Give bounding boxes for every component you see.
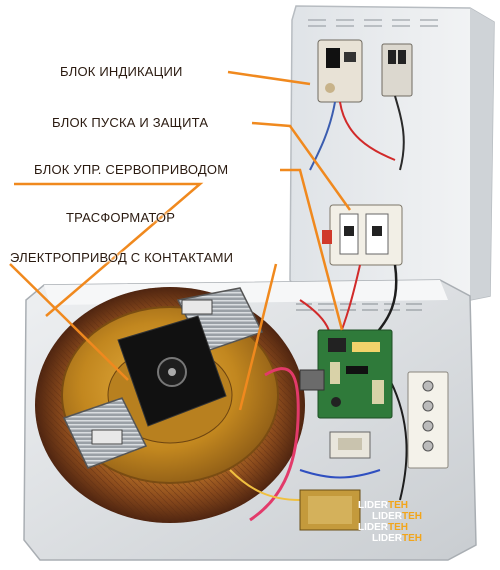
small-transformer	[299, 489, 361, 531]
watermark-suffix: TEH	[388, 522, 408, 533]
watermark-brand: LIDER	[358, 522, 388, 533]
watermark-brand: LIDER	[372, 533, 402, 544]
label-indication: БЛОК ИНДИКАЦИИ	[60, 64, 183, 79]
label-servo-control: БЛОК УПР. СЕРВОПРИВОДОМ	[34, 162, 229, 177]
servo-brush-arm	[62, 287, 264, 469]
terminal-block	[407, 371, 449, 469]
watermark-brand: LIDER	[372, 511, 402, 522]
label-transformer: ТРАСФОРМАТОР	[66, 210, 176, 225]
leader-indication	[227, 70, 311, 86]
leader-electric-drive-2	[238, 263, 278, 411]
servo-control-pcb	[317, 329, 393, 419]
watermark-suffix: TEH	[402, 533, 422, 544]
watermark: LIDERTEH LIDERTEH LIDERTEH LIDERTEH	[358, 500, 422, 544]
leader-lines	[9, 70, 352, 411]
leader-start-protection	[251, 121, 352, 211]
leader-servo-control	[280, 168, 344, 331]
wiring	[229, 264, 408, 522]
start-protection-block	[322, 204, 403, 266]
relay	[329, 431, 371, 459]
watermark-suffix: TEH	[388, 500, 408, 511]
leader-transformer	[14, 182, 204, 317]
label-start-protection: БЛОК ПУСКА И ЗАЩИТА	[52, 115, 209, 130]
label-electric-drive: ЭЛЕКТРОПРИВОД С КОНТАКТАМИ	[10, 250, 234, 265]
leader-electric-drive	[9, 263, 129, 381]
watermark-suffix: TEH	[402, 511, 422, 522]
indication-board	[309, 39, 413, 171]
filter-capacitor	[299, 369, 325, 391]
watermark-brand: LIDER	[358, 500, 388, 511]
